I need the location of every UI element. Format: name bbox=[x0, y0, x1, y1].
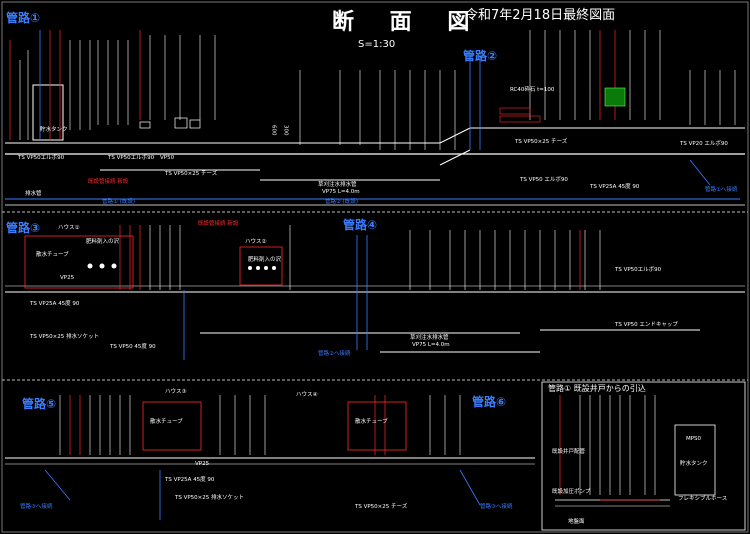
ground-label: 地盤面 bbox=[568, 519, 585, 525]
drip-label-3: 散水チューブ bbox=[355, 419, 388, 425]
house-2-label: ハウス② bbox=[245, 239, 267, 245]
vp25-fitting-label-2: TS VP25A 45度 90 bbox=[165, 477, 215, 483]
to-pipe-label: 管路①へ接続 bbox=[705, 187, 738, 193]
feed-label-2: 肥料剤入の沢 bbox=[248, 257, 282, 263]
drain-label: 排水管 bbox=[25, 191, 42, 197]
revision-date: 令和7年2月18日最終図面 bbox=[465, 8, 616, 23]
red-note-1: 既設管接続 新設 bbox=[88, 179, 129, 185]
section-6-label: 管路⑥ bbox=[472, 395, 507, 409]
tank-label-2: 貯水タンク bbox=[680, 461, 708, 467]
pipe-vp20-label: TS VP20 エルボ90 bbox=[680, 141, 728, 147]
pipe-elbow-label: TS VP50エルボ90 bbox=[108, 155, 155, 161]
vp25-label: VP25 bbox=[60, 275, 75, 281]
house-3-label: ハウス③ bbox=[165, 389, 187, 395]
drain-pipe-label: 草刈注水排水管 bbox=[318, 182, 357, 188]
section-1-label: 管路① bbox=[6, 11, 41, 25]
house-4-label: ハウス④ bbox=[296, 392, 318, 398]
pipe-45-label-2: TS VP50 45度 90 bbox=[110, 344, 156, 350]
section-4-label: 管路④ bbox=[343, 218, 378, 232]
section-7-label: 管路① 既設井戸からの引込 bbox=[548, 384, 646, 393]
vp25-fitting-label: TS VP25A 45度 90 bbox=[30, 301, 80, 307]
drip-label-1: 散水チューブ bbox=[36, 252, 69, 258]
section-3-4-lines bbox=[5, 225, 745, 360]
drip-label-2: 散水チューブ bbox=[150, 419, 183, 425]
drawing-scale: S=1:30 bbox=[358, 39, 396, 50]
gravel-label: RC40砕石 t=100 bbox=[510, 87, 555, 93]
pipe-tee-label-2: TS VP50×25 チーズ bbox=[515, 139, 568, 145]
section-1-lines bbox=[5, 30, 745, 206]
depth-label-2: 300 bbox=[282, 125, 289, 136]
drain-pipe-label-2: 草刈注水排水管 bbox=[410, 335, 449, 341]
section-7-lines bbox=[541, 381, 746, 531]
to-pipe-label-3: 管路③へ接続 bbox=[20, 504, 53, 510]
house-1-label: ハウス① bbox=[58, 225, 80, 231]
pipe-elbow-label-2: TS VP50 エルボ90 bbox=[520, 177, 568, 183]
section-2-label: 管路② bbox=[463, 49, 498, 63]
pipe-1-length: 管路① (既設) bbox=[102, 199, 135, 205]
pipe-tee-label-3: TS VP50×25 チーズ bbox=[355, 504, 408, 510]
socket-label-2: TS VP50×25 排水ソケット bbox=[175, 495, 245, 501]
pipe-45-label: TS VP25A 45度 90 bbox=[590, 184, 640, 190]
feed-label-1: 肥料剤入の沢 bbox=[86, 239, 120, 245]
drawing-title: 断 面 図 bbox=[332, 10, 484, 35]
pump-label: 既設加圧ポンプ bbox=[552, 489, 591, 495]
to-pipe-label-4: 管路③へ接続 bbox=[480, 504, 513, 510]
drain-pipe-length-2: VP75 L=4.0m bbox=[412, 342, 450, 348]
socket-label: TS VP50×25 排水ソケット bbox=[30, 334, 100, 340]
pipe-tee-label: TS VP50×25 チーズ bbox=[165, 171, 218, 177]
section-5-6-lines bbox=[5, 395, 535, 520]
pipe-size-label: VP50 bbox=[160, 155, 175, 161]
red-note-2: 既設管接続 新設 bbox=[198, 221, 239, 227]
pipe-2-length: 管路② (既設) bbox=[325, 199, 358, 205]
vp50-elbow-label-3: TS VP50エルボ90 bbox=[615, 267, 662, 273]
vp25-label-2: VP25 bbox=[195, 461, 210, 467]
well-label: 既設井戸配管 bbox=[552, 449, 586, 455]
tank-label: 貯水タンク bbox=[40, 127, 68, 133]
drain-pipe-length: VP75 L=4.0m bbox=[322, 189, 360, 195]
to-pipe-label-2: 管路②へ接続 bbox=[318, 351, 351, 357]
depth-label: 600 bbox=[270, 125, 277, 136]
pipe-fitting-label: TS VP50エルボ90 bbox=[18, 155, 65, 161]
hose-label: フレキシブルホース bbox=[678, 496, 728, 502]
section-3-label: 管路③ bbox=[6, 221, 41, 235]
endcap-label: TS VP50 エンドキャップ bbox=[615, 322, 678, 328]
mps-label: MPS0 bbox=[686, 436, 702, 442]
section-5-label: 管路⑤ bbox=[22, 397, 57, 411]
